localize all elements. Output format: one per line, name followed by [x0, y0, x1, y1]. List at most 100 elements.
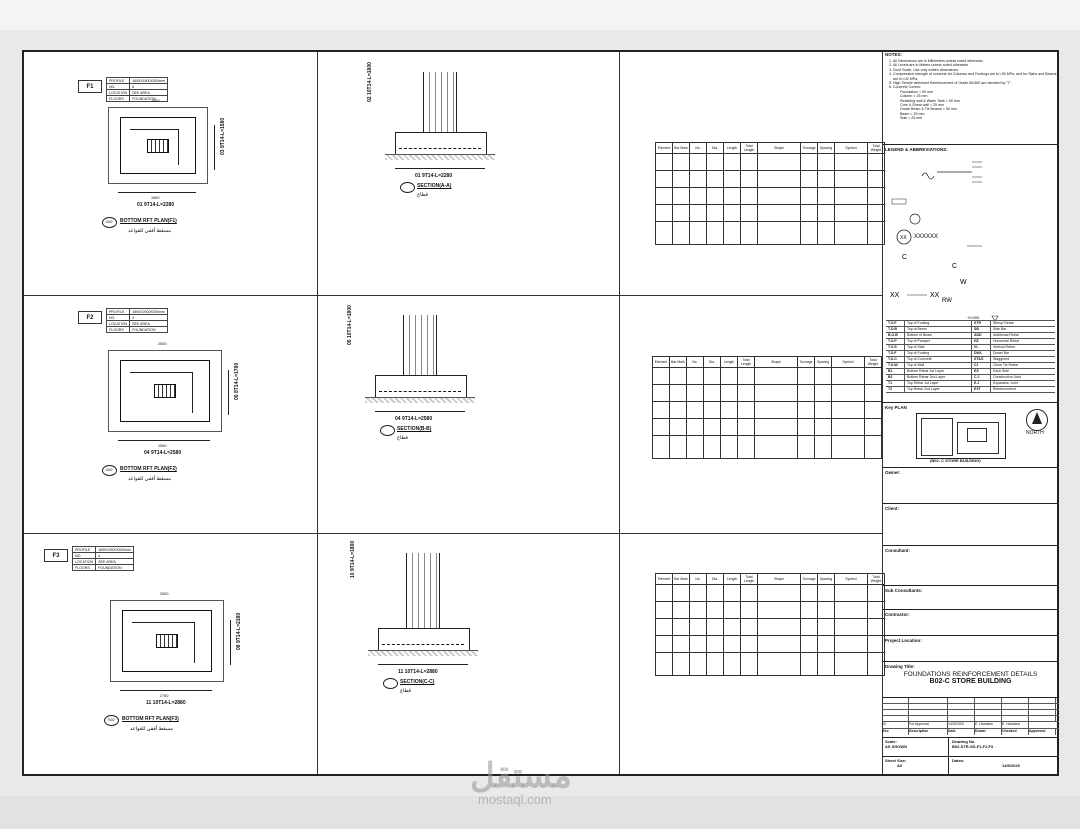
section-caption: SECTION(A-A) [417, 183, 452, 189]
svg-text:XX: XX [930, 292, 940, 299]
schedule-cell [817, 204, 835, 222]
schedule-cell [797, 435, 815, 459]
drawing-no-value: B02-STR-SD-F1,F2,F3 [952, 744, 994, 749]
schedule-cell [706, 204, 724, 222]
schedule-header: Shape [754, 356, 798, 368]
footing-tag: F1 [78, 80, 102, 93]
schedule-cell [672, 652, 690, 676]
drawing-title-line-1: FOUNDATIONS REINFORCEMENT DETAILS [903, 671, 1038, 678]
scale-row: Scale: AS SHOWN Drawing No. B02-STR-SD-F… [882, 738, 1059, 757]
schedule-cell [757, 187, 801, 205]
schedule-cell [834, 652, 868, 676]
revision-header: Date [948, 729, 975, 735]
footing-tag: F2 [78, 311, 102, 324]
schedule-header: Total Length [740, 573, 758, 585]
notes-title: NOTES: [885, 52, 903, 57]
schedule-cell [672, 221, 690, 245]
plan-caption-arabic: مسقط أفقي للقواعد [128, 476, 171, 482]
revision-cell [975, 710, 1002, 715]
rebar-bars [130, 372, 193, 413]
schedule-header: Shape [757, 142, 801, 154]
abbr-desc: Dowel Bar [993, 351, 1010, 355]
revision-cell [948, 704, 975, 709]
schedule-cell [737, 367, 755, 385]
notes-section: NOTES: All Dimensions are in Millimeters… [882, 50, 1059, 145]
schedule-cell [655, 187, 673, 205]
schedule-cell [720, 384, 738, 402]
section-bubble [380, 425, 395, 436]
abbr-desc: Side Bar [993, 327, 1007, 331]
schedule-cell [703, 435, 721, 459]
revision-header: Rev. [882, 729, 909, 735]
column-section [403, 315, 437, 375]
key-plan-title: Key PLAN [885, 405, 907, 410]
schedule-cell [740, 584, 758, 602]
revision-cell [1002, 704, 1029, 709]
abbr-code: T.O.F [886, 351, 905, 356]
svg-text:XX: XX [890, 292, 900, 299]
schedule-cell [672, 601, 690, 619]
schedule-header: Tonnage [797, 356, 815, 368]
schedule-header: Symbol [831, 356, 865, 368]
abbr-desc: Horizontal Rebar [993, 339, 1020, 343]
info-cell: FOUNDATION [129, 95, 168, 102]
schedule-header: Length [723, 142, 741, 154]
revision-cell [975, 698, 1002, 703]
svg-text:XXXXXX: XXXXXX [914, 234, 938, 240]
footing-outline [108, 107, 208, 184]
schedule-cell [669, 401, 687, 419]
svg-text:RW: RW [942, 298, 952, 304]
abbr-code: T.O.F [886, 321, 905, 326]
section-side-label: 10 9T14-L=1800 [350, 540, 356, 578]
bar-line [118, 440, 210, 441]
abbr-code: B1 [886, 369, 905, 374]
owner-label: Owner: [882, 468, 1059, 504]
schedule-cell [817, 635, 835, 653]
svg-text:W: W [960, 279, 967, 286]
bar-label: 01 9T14-L=2280 [137, 202, 175, 208]
note-item: Don't Scale, Use only written dimensions… [893, 68, 1059, 72]
schedule-cell [867, 221, 885, 245]
cover-item: Grade Beam & Tie Beams = 50 mm [900, 107, 957, 112]
schedule-cell [834, 153, 868, 171]
side-bar-line [214, 124, 215, 170]
abbr-desc: Expansion Joint [993, 381, 1018, 385]
section-bubble [400, 182, 415, 193]
schedule-cell [737, 435, 755, 459]
schedule-cell [757, 170, 801, 188]
plan-caption: BOTTOM RFT PLAN(F2) [120, 466, 177, 472]
schedule-header: Symbol [834, 142, 868, 154]
drawing-title-section: Drawing Title: FOUNDATIONS REINFORCEMENT… [882, 662, 1059, 698]
schedule-cell [655, 652, 673, 676]
revision-cell [882, 716, 909, 721]
revision-cell: E. Haddara [1002, 722, 1029, 728]
note-item: All Levels are in Meters unless noted ot… [893, 63, 1059, 67]
footing-section [375, 375, 467, 399]
schedule-cell [864, 401, 882, 419]
schedule-cell [652, 401, 670, 419]
abbr-desc: Bottom of Beam [905, 333, 972, 338]
schedule-cell [703, 418, 721, 436]
schedule-cell [669, 384, 687, 402]
bottom-rebar-line [399, 148, 481, 149]
project-location-label: Project Location: [882, 636, 1059, 662]
schedule-cell [672, 635, 690, 653]
footing-tag: F3 [44, 549, 68, 562]
schedule-cell [740, 635, 758, 653]
schedule-cell [689, 170, 707, 188]
revision-header: Description [909, 729, 948, 735]
blinding-layer [365, 397, 475, 403]
schedule-cell [706, 584, 724, 602]
revision-cell [975, 716, 1002, 721]
watermark-url: mostaql.com [478, 792, 552, 807]
abbr-desc: Vertical Rebar [993, 345, 1015, 349]
schedule-cell [834, 601, 868, 619]
